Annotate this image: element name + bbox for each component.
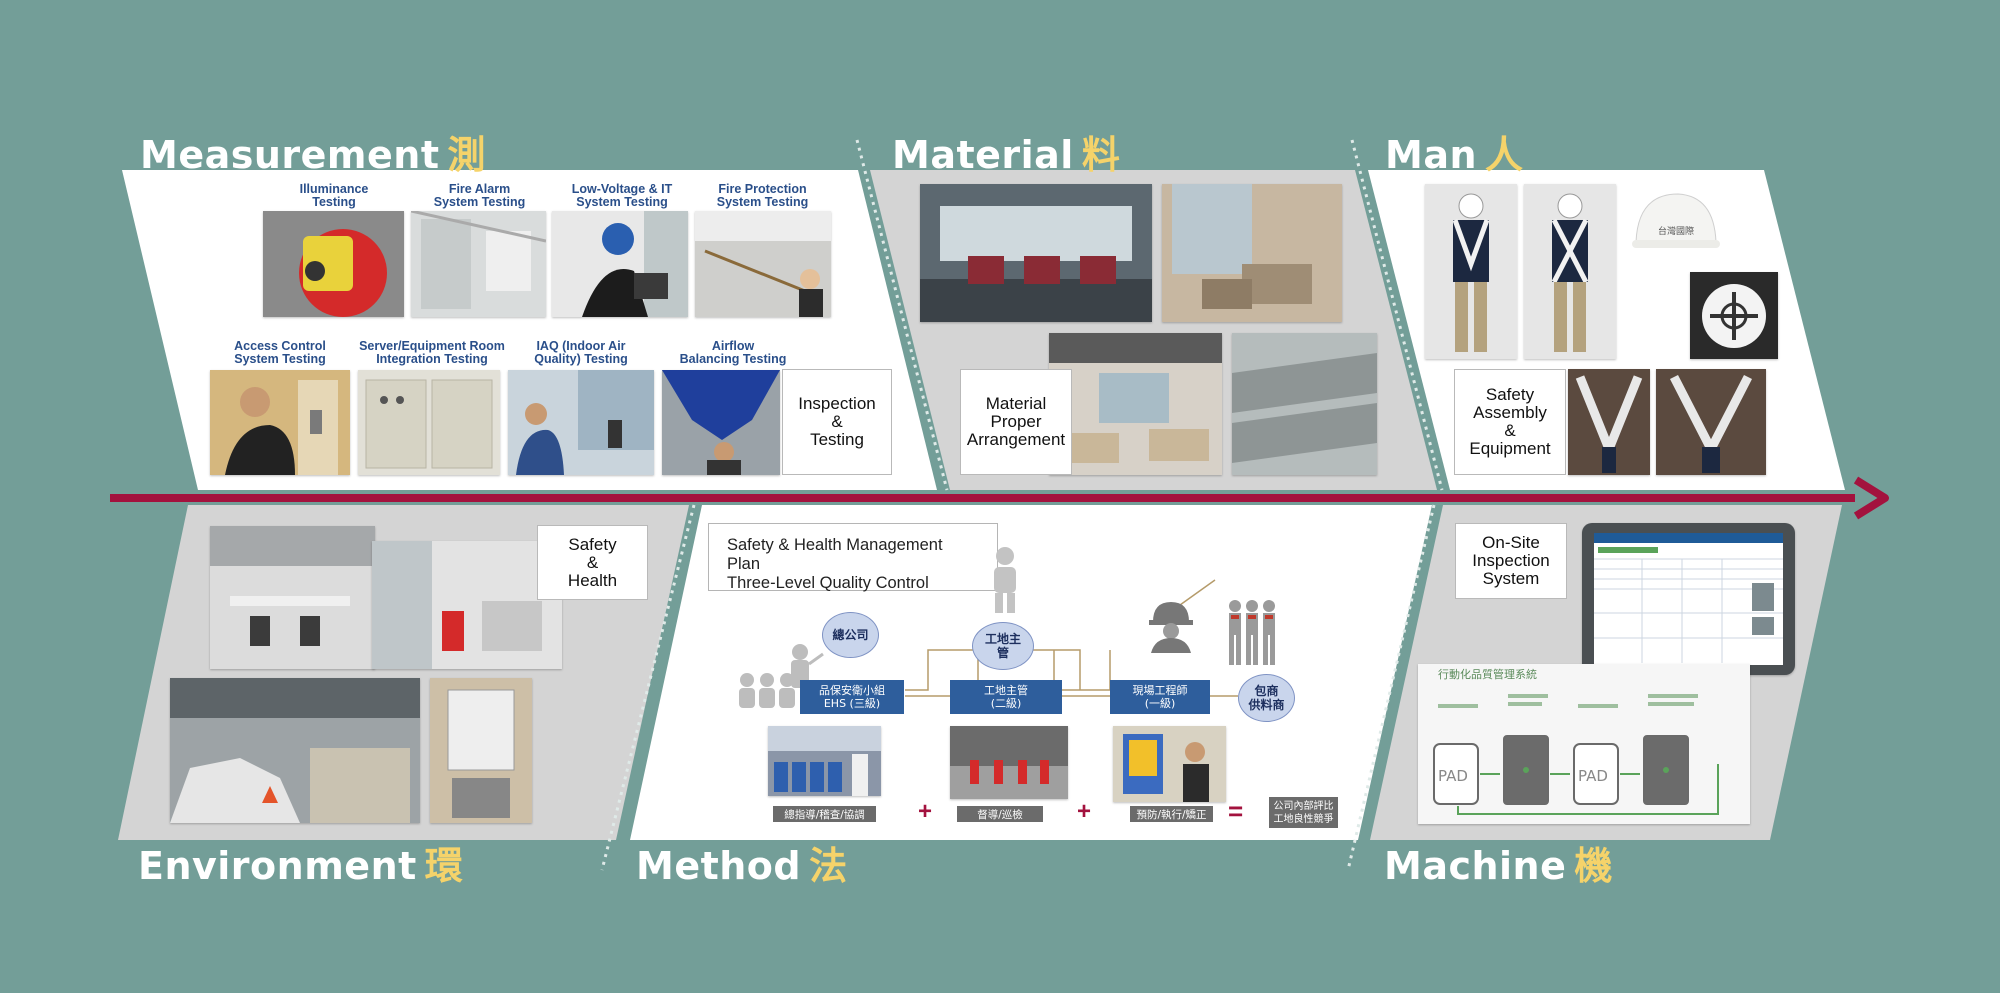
test-caption-fire-protection: Fire Protection System Testing [716,182,809,209]
photo-worker-back [1524,184,1616,359]
pad-label-2: PAD [1578,767,1608,785]
photo-safety-vest-1 [1568,369,1650,475]
test-caption-server-room: Server/Equipment Room Integration Testin… [359,339,505,366]
tag-guidance: 總指導/稽查/協調 [773,806,876,822]
tablet-screenshot [1582,523,1795,675]
safety-equipment-label: Safety Assembly & Equipment [1454,369,1566,475]
engineer-icon [1149,602,1193,653]
photo-engineer-checklist [1113,726,1226,802]
role-site-manager-level2: 工地主管 (二級) [950,680,1062,714]
photo-illuminance-meter [263,211,404,317]
photo-access-control [210,370,350,475]
site-head-bubble: 工地主 管 [972,622,1034,670]
inspection-testing-label: Inspection & Testing [782,369,892,475]
photo-worker-front [1425,184,1517,359]
test-caption-fire-alarm: Fire Alarm System Testing [433,182,526,209]
team-people-icon [739,644,824,708]
connector-line [905,649,1111,691]
connector-line [1179,579,1216,606]
plus-operator-2: + [1077,798,1092,825]
photo-material-room-2 [1162,184,1342,322]
helmet-text: 台灣國際 [1658,225,1694,237]
plan-title-line1: Safety & Health Management Plan [727,536,943,573]
photo-material-room-1 [920,184,1152,322]
plan-title-line2: Three-Level Quality Control [727,574,929,592]
test-caption-illuminance: Illuminance Testing [299,182,369,209]
role-site-engineer-level1: 現場工程師 (一級) [1110,680,1210,714]
result-competition-tag: 公司內部評比 工地良性競爭 [1269,797,1338,828]
tag-prevention: 預防/執行/矯正 [1130,806,1213,822]
mobile-quality-system-diagram: 行動化品質管理系統 PAD PAD [1418,664,1750,824]
photo-site-debris [170,678,420,823]
photo-server-room [358,370,500,475]
onsite-inspection-label: On-Site Inspection System [1455,523,1567,599]
company-bubble: 總公司 [822,612,879,658]
contractor-bubble: 包商 供料商 [1238,674,1295,722]
photo-safety-vest-2 [1656,369,1766,475]
test-caption-low-voltage: Low-Voltage & IT System Testing [571,182,673,209]
test-caption-airflow: Airflow Balancing Testing [679,339,787,366]
photo-health-station [372,541,562,669]
workers-group-icon [1229,600,1275,665]
photo-fire-protection [695,211,831,317]
plus-operator-1: + [918,798,933,825]
photo-office-area [210,526,375,669]
test-caption-iaq: IAQ (Indoor Air Quality) Testing [534,339,628,366]
safety-health-label: Safety & Health [537,525,648,600]
photo-notice-board [430,678,532,823]
photo-site-inspection [950,726,1068,799]
photo-helmet-inside [1690,272,1778,359]
photo-it-testing [552,211,688,317]
photo-iaq-testing [508,370,654,475]
photo-material-racks [1232,333,1377,475]
plan-title-box: Safety & Health Management Plan Three-Le… [708,523,998,592]
photo-fire-alarm-panel [411,211,546,317]
pad-label-1: PAD [1438,767,1468,785]
tag-supervision: 督導/巡檢 [957,806,1043,822]
material-arrangement-label: Material Proper Arrangement [960,369,1072,475]
photo-helmet-side: 台灣國際 [1628,184,1722,272]
test-caption-access-control: Access Control System Testing [234,339,326,366]
photo-airflow-testing [662,370,780,475]
site-manager-icon [994,547,1016,613]
role-ehs-level3: 品保安衛小組 EHS (三級) [800,680,904,714]
equals-operator: = [1228,796,1244,826]
divider-dotted-3 [600,504,696,871]
mini-system-title: 行動化品質管理系統 [1438,667,1537,681]
timeline-arrow-head [1853,476,1889,520]
photo-meeting [768,726,881,796]
divider-dotted-4 [1346,504,1436,871]
